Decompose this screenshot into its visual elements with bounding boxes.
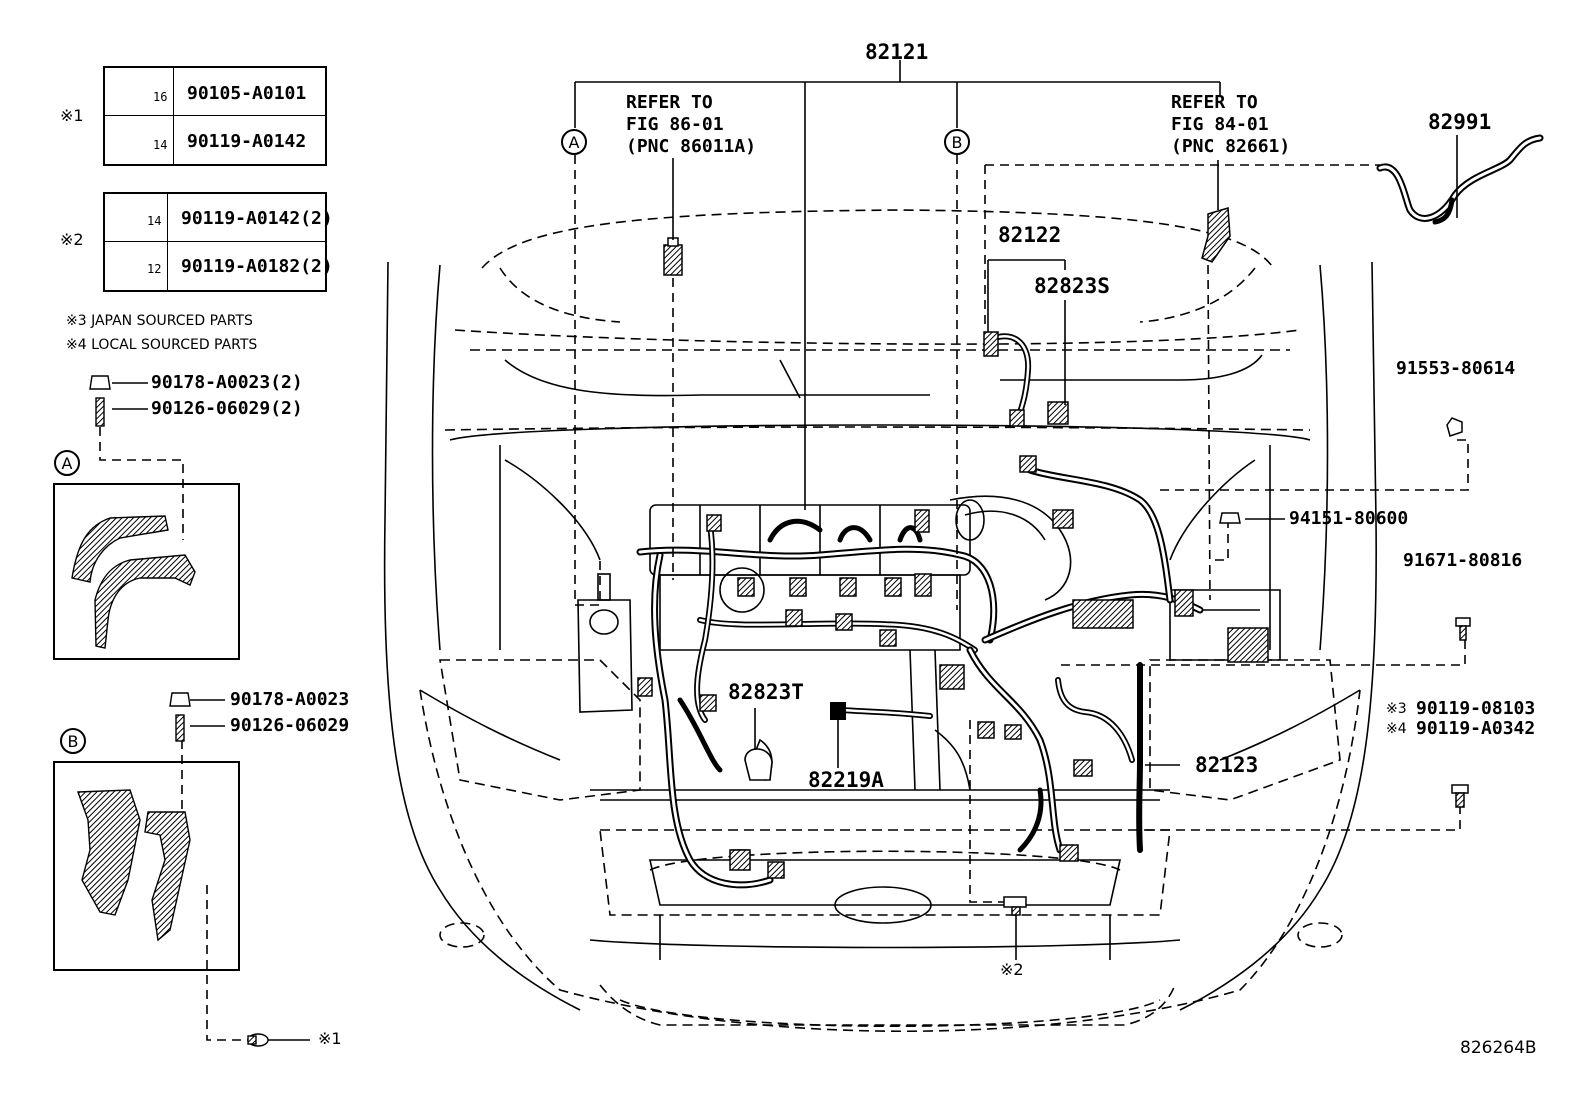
sensor-86011A [663, 237, 683, 276]
legend-group-1-table: 16 90105-A0101 14 90119-A0142 [103, 66, 327, 166]
bracket-b [77, 789, 191, 942]
part-82823S-label: 82823S [1034, 274, 1110, 298]
wire-harness-82121 [636, 466, 1204, 889]
callout-b: B [944, 129, 970, 155]
part-82122-label: 82122 [998, 223, 1062, 247]
bolt-size: 14 [153, 138, 168, 152]
detail-a-stud-label: 90126-06029(2) [151, 398, 303, 419]
part-91671-80816-label: 91671-80816 [1403, 550, 1523, 571]
legend-group-1-mark: ※1 [60, 106, 84, 125]
legend-row: 14 90119-A0142(2) [105, 194, 333, 241]
part-91553-80614-label: 91553-80614 [1396, 358, 1516, 379]
part-82219A-label: 82219A [808, 768, 884, 792]
leader-lines [112, 60, 1458, 1041]
detail-fasteners [89, 375, 269, 1047]
fasteners [1003, 417, 1471, 916]
bolt-part-number: 90119-A0182(2) [181, 256, 333, 277]
cable-82991 [1376, 134, 1544, 225]
figure-id: 826264B [1460, 1038, 1537, 1058]
cable-82219A [839, 707, 933, 719]
part-82123-label: 82123 [1195, 753, 1259, 777]
engine-components [577, 495, 1281, 791]
bolt-size: 16 [153, 90, 168, 104]
vehicle-body-outline [419, 209, 1361, 1032]
harness-82121-label: 82121 [865, 40, 929, 64]
detail-b-stud-label: 90126-06029 [230, 715, 350, 736]
bracket-a [71, 515, 196, 649]
note-2-mark: ※2 [1000, 960, 1024, 979]
part-82991-label: 82991 [1428, 110, 1492, 134]
detail-a-nut-label: 90178-A0023(2) [151, 372, 303, 393]
detail-b-nut-label: 90178-A0023 [230, 689, 350, 710]
detail-b-frame [53, 761, 240, 971]
part-90119-A0342-label: 90119-A0342 [1416, 718, 1536, 739]
dashed-leaders [99, 155, 1469, 1041]
part-82823T-label: 82823T [728, 680, 804, 704]
local-sourced-note: ※4 LOCAL SOURCED PARTS [66, 337, 258, 353]
legend-group-2-table: 14 90119-A0142(2) 12 90119-A0182(2) [103, 192, 333, 292]
part-94151-80600-label: 94151-80600 [1289, 508, 1409, 529]
legend-group-2-mark: ※2 [60, 230, 84, 249]
bolt-part-number: 90119-A0142(2) [181, 208, 333, 229]
local-source-mark: ※4 [1386, 721, 1407, 737]
detail-b-bolt-mark: ※1 [318, 1029, 342, 1048]
detail-a-callout: A [54, 450, 80, 476]
refer-fig-86-01-note: REFER TO FIG 86-01 (PNC 86011A) [626, 92, 757, 157]
bulb-82823T [744, 748, 773, 781]
sensor-82661 [1201, 207, 1231, 263]
bolt-size: 14 [147, 214, 162, 228]
legend-row: 14 90119-A0142 [105, 115, 325, 163]
bolt-part-number: 90119-A0142 [187, 131, 307, 152]
detail-a-frame [53, 483, 240, 660]
harness-connectors [637, 455, 1269, 879]
refer-fig-84-01-note: REFER TO FIG 84-01 (PNC 82661) [1171, 92, 1291, 157]
japan-source-mark: ※3 [1386, 701, 1407, 717]
callout-a: A [561, 129, 587, 155]
japan-sourced-note: ※3 JAPAN SOURCED PARTS [66, 313, 253, 329]
part-90119-08103-label: 90119-08103 [1416, 698, 1536, 719]
detail-b-callout: B [60, 728, 86, 754]
bolt-size: 12 [147, 262, 162, 276]
legend-row: 12 90119-A0182(2) [105, 241, 333, 289]
harness-82123 [1055, 662, 1143, 853]
vehicle-body-solid [383, 261, 1377, 1011]
bolt-part-number: 90105-A0101 [187, 83, 307, 104]
legend-row: 16 90105-A0101 [105, 68, 325, 115]
